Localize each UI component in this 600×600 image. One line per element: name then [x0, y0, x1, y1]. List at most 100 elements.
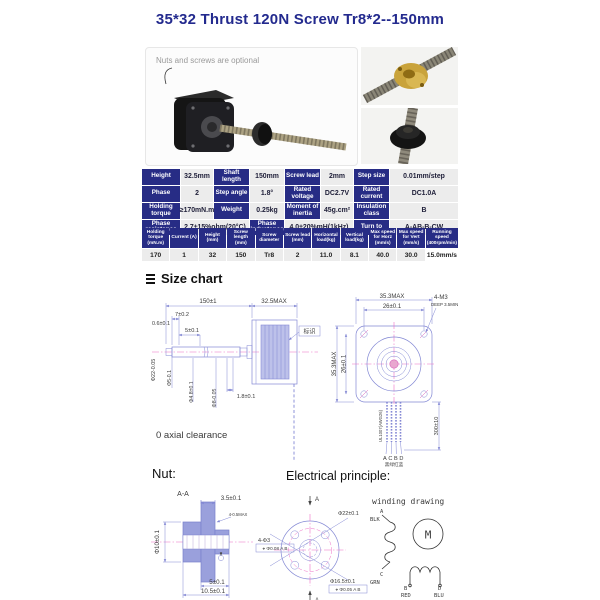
spec-value: B [390, 202, 458, 219]
perf-value: 32 [198, 249, 227, 261]
size-chart-title: Size chart [161, 271, 223, 286]
black-nut-bore [403, 127, 413, 133]
spec-header: Shaft length [214, 169, 249, 185]
flange-holes [290, 530, 330, 570]
perf-value: 40.0 [369, 249, 397, 261]
perf-header: Height (mm) [198, 228, 227, 248]
spec-value: 32.5mm [181, 169, 213, 185]
chamfer-note: 4-0.5MAX [229, 512, 248, 517]
dim-width-max: 35.3MAX [380, 294, 405, 300]
spec-header: Rated voltage [285, 185, 320, 202]
black-nut-photo [361, 108, 458, 164]
spec-header: Height [142, 169, 180, 185]
motor-wire [164, 67, 173, 85]
dim-dia48: Φ4.8±0.1 [189, 381, 195, 403]
side-view-drawing: 标识 150±1 32.5MAX 7±0.2 0.6±0.1 5±0.1 Φ22… [151, 298, 321, 460]
dim-18: 1.8±0.1 [237, 394, 256, 400]
wire-blu: BLU [434, 593, 444, 599]
dim-flange-thickness: 3.5±0.1 [221, 495, 242, 502]
dim-screw-length: 150±1 [199, 298, 217, 305]
terminal-c: C [380, 572, 383, 578]
motor-letter: M [425, 529, 432, 542]
spec-header: Insulation class [354, 202, 389, 219]
spec-value: 2 [181, 185, 213, 202]
spec-value: 150mm [250, 169, 284, 185]
dim-bolt-circle: Φ16.5±0.1 [330, 579, 355, 585]
holes-note: 4-M3 [434, 295, 448, 301]
perf-header: Screw diameter [255, 228, 283, 248]
dim-dia5: Φ5-0.1 [167, 370, 173, 386]
spec-value: 45g.cm² [321, 202, 353, 219]
electrical-heading: Electrical principle: [286, 469, 391, 483]
terminal-d: D [438, 586, 441, 592]
datum-target [218, 555, 224, 561]
holes-callout: 4-Φ3 [258, 538, 270, 544]
wire-colors-cn: 黑绿红蓝 [385, 461, 404, 468]
perf-header: Holding torque (mN.m) [142, 228, 170, 248]
winding-title: winding drawing [372, 497, 444, 506]
perf-value: 2 [283, 249, 312, 261]
section-arrow-top: A [315, 497, 319, 503]
spec-header: Rated current [354, 185, 389, 202]
perf-header: Vertical load(kg) [340, 228, 369, 248]
mounting-holes [359, 329, 429, 399]
spec-value: 2mm [321, 169, 353, 185]
front-view-drawing: 35.3MAX 26±0.1 35.3MAX 26±0.1 4-M3 DEEP … [332, 294, 458, 468]
winding-drawing: winding drawing A BLK C GRN M B RED D BL… [370, 497, 444, 599]
nut-heading: Nut: [152, 466, 176, 481]
gdt-frame-1: ⌖ Φ0.08 A B [263, 546, 288, 551]
axial-clearance-note: 0 axial clearance [156, 430, 227, 441]
spec-value: 0.01mm/step [390, 169, 458, 185]
terminal-a: A [380, 509, 384, 515]
wire-blk: BLK [370, 517, 380, 523]
dim-7: 7±0.2 [175, 312, 189, 318]
dim-total: 10.5±0.1 [201, 588, 226, 595]
spec-header: Screw lead [285, 169, 320, 185]
perf-header: Max speed for Vert (mm/s) [397, 228, 425, 248]
brass-bore [403, 69, 415, 79]
spec-value: ≥170mN.m [180, 202, 214, 219]
page-title: 35*32 Thrust 120N Screw Tr8*2--150mm [155, 11, 445, 28]
spec-value: 1.8° [250, 185, 284, 202]
wire-grn: GRN [370, 580, 380, 586]
dim-dia8: Φ8-0.05 [212, 388, 218, 407]
spec-header: Weight [214, 202, 249, 219]
perf-value: 11.0 [312, 249, 340, 261]
motor-symbol [412, 518, 444, 550]
wire-red: RED [401, 593, 411, 599]
dim-hole-spacing-v: 26±0.1 [342, 354, 348, 373]
spec-header: Holding torque [142, 202, 180, 219]
mark-label: 标识 [303, 328, 315, 336]
perf-value: 8.1 [340, 249, 369, 261]
wire-spec: UL1007(AWG26) [378, 409, 383, 442]
gdt-frame-2: ⌖ Φ0.05 A B [336, 587, 361, 592]
wire-bundle [385, 402, 402, 455]
spec-value: DC1.0A [390, 185, 458, 202]
coil-bd [409, 566, 441, 574]
perf-header: Max speed for Horz (mm/s) [369, 228, 397, 248]
nut-section-drawing: A-A 3.5±0.1 4-0.5MAX Φ10±0.1 5±0.1 10.5±… [151, 491, 253, 598]
motor-shaft-end [207, 122, 217, 132]
product-photo-main: Nuts and screws are optional [145, 47, 358, 166]
size-chart-heading: Size chart [146, 271, 222, 286]
perf-header: Screw length (mm) [227, 228, 255, 248]
terminal-b: B [404, 586, 407, 592]
perf-header: Screw lead (mm) [283, 228, 312, 248]
dim-wire-length: 300±10 [434, 417, 440, 436]
product-photo-side [361, 47, 458, 167]
spec-table-main: Height 32.5mm Shaft length 150mm Screw l… [142, 169, 458, 236]
perf-header: Horizontal load(kg) [312, 228, 340, 248]
spec-value: DC2.7V [321, 185, 353, 202]
perf-header: Current (A) [170, 228, 198, 248]
spec-value: 0.25kg [250, 202, 284, 219]
dim-5: 5±0.1 [185, 328, 199, 334]
motor-photo-illustration [164, 67, 347, 152]
dim-height-max: 35.3MAX [332, 352, 338, 377]
section-label: A-A [177, 491, 189, 498]
dim-body-length: 32.5MAX [261, 298, 286, 305]
section-arrow-bottom: A [315, 598, 319, 600]
dim-hole-spacing-h: 26±0.1 [383, 304, 402, 310]
perf-value: 150 [227, 249, 255, 261]
lead-screw-threads [219, 124, 347, 151]
dim-5: 5±0.1 [209, 579, 225, 586]
